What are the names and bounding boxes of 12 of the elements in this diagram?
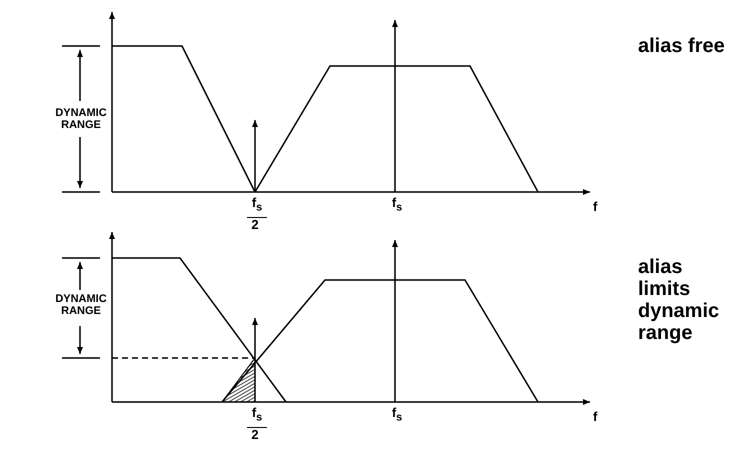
caption-text: alias limits dynamic range	[638, 256, 720, 344]
frequency-label: f$_{s}$	[390, 196, 404, 214]
axis-label: f	[593, 410, 598, 424]
caption-text: alias free	[638, 35, 725, 57]
frequency-label: 2	[250, 218, 260, 232]
axis-label: f	[593, 200, 598, 214]
frequency-label: f$_{s}$	[390, 406, 404, 424]
range-label: DYNAMIC RANGE	[54, 293, 108, 318]
frequency-label: 2	[250, 428, 260, 442]
frequency-label: f$_{s}$	[247, 406, 267, 428]
range-label: DYNAMIC RANGE	[54, 107, 108, 132]
frequency-label: f$_{s}$	[247, 196, 267, 218]
